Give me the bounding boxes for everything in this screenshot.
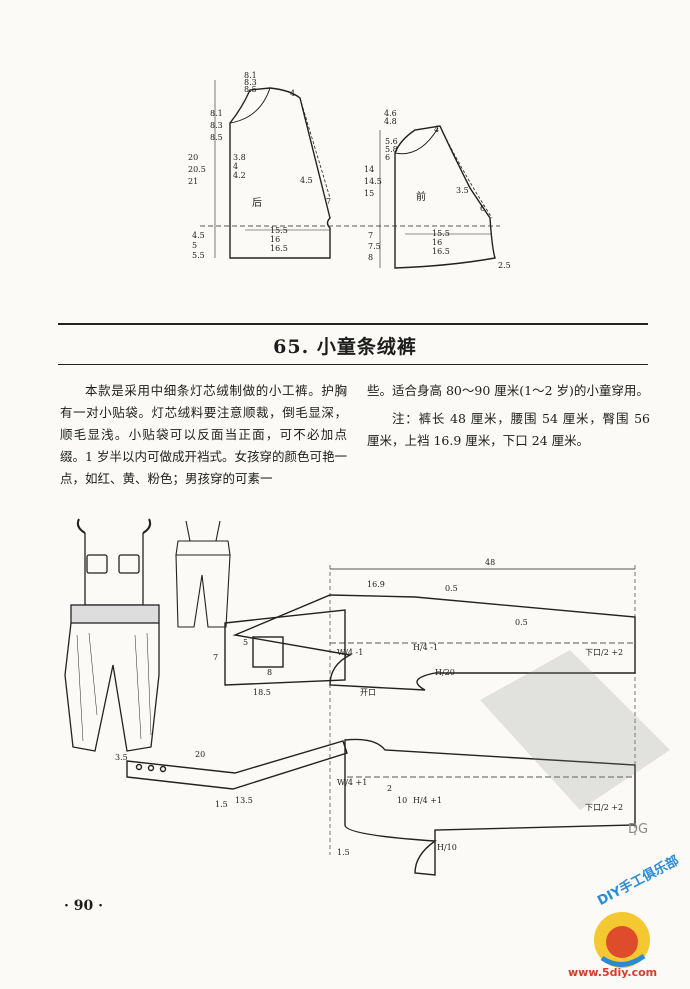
svg-text:16.5: 16.5 — [270, 244, 288, 253]
description-right: 些。适合身高 80～90 厘米(1～2 岁)的小童穿用。 注：裤长 48 厘米，… — [367, 380, 650, 452]
svg-text:8.5: 8.5 — [210, 133, 223, 142]
svg-text:1.5: 1.5 — [215, 800, 228, 809]
strap-outline — [126, 740, 348, 790]
pants-back-outline — [344, 738, 636, 876]
svg-text:16.9: 16.9 — [367, 580, 385, 589]
svg-text:8: 8 — [368, 253, 373, 262]
dimension-note: 注：裤长 48 厘米，腰围 54 厘米，臀围 56 厘米，上裆 16.9 厘米，… — [367, 411, 650, 448]
svg-text:7.5: 7.5 — [368, 242, 381, 251]
svg-text:2: 2 — [387, 784, 392, 793]
svg-text:8.5: 8.5 — [244, 85, 257, 94]
svg-text:开口: 开口 — [360, 688, 376, 697]
svg-text:8: 8 — [267, 668, 272, 677]
svg-text:8.3: 8.3 — [210, 121, 223, 130]
watermark-stamp — [480, 650, 670, 810]
svg-text:18.5: 18.5 — [253, 688, 271, 697]
svg-text:8.3: 8.3 — [244, 78, 257, 87]
front-length-dims: 14 — [364, 165, 374, 174]
back-width-dims: 15.5 — [270, 226, 288, 235]
heading-rule-bottom — [58, 364, 648, 365]
pants-pattern-diagram: 48 16.9 0.5 开口 7 8 5 18.5 3.5 20 13.5 1.… — [115, 558, 636, 876]
page-number: · 90 · — [64, 898, 103, 914]
section-title: 65. 小童条绒裤 — [273, 336, 417, 358]
svg-text:6: 6 — [385, 153, 390, 162]
svg-text:W/4 +1: W/4 +1 — [337, 778, 367, 787]
svg-text:4: 4 — [434, 125, 439, 134]
svg-text:20: 20 — [195, 750, 205, 759]
overalls-sketch-front — [64, 518, 160, 752]
svg-text:5: 5 — [192, 241, 197, 250]
front-piece-outline — [394, 125, 496, 269]
svg-text:1.5: 1.5 — [337, 848, 350, 857]
back-piece-outline — [229, 87, 331, 259]
description-left: 本款是采用中细条灯芯绒制做的小工裤。护胸有一对小贴袋。灯芯绒料要注意顺裁，倒毛显… — [60, 383, 347, 486]
back-label: 后 — [252, 197, 262, 209]
svg-text:H/4 -1: H/4 -1 — [413, 643, 438, 652]
svg-text:7: 7 — [213, 653, 218, 662]
svg-text:15: 15 — [364, 189, 374, 198]
svg-text:H/20: H/20 — [435, 668, 455, 677]
svg-text:4.5: 4.5 — [300, 176, 313, 185]
svg-text:21: 21 — [188, 177, 198, 186]
svg-text:10: 10 — [397, 796, 407, 805]
svg-text:4.8: 4.8 — [384, 117, 397, 126]
svg-text:4: 4 — [233, 162, 238, 171]
svg-text:5: 5 — [243, 638, 248, 647]
svg-text:7: 7 — [326, 197, 331, 206]
top-pattern-diagram: 8.1 8.3 8.5 8.1 8.3 8.5 4 20 20.5 21 3.8… — [188, 71, 510, 270]
svg-text:13.5: 13.5 — [235, 796, 253, 805]
overalls-sketch-back — [175, 520, 231, 628]
svg-text:H/4 +1: H/4 +1 — [413, 796, 442, 805]
back-bottom-dims: 4.5 — [192, 231, 205, 240]
site-url: www.5diy.com — [568, 966, 658, 979]
back-armhole-dims: 3.8 — [233, 153, 246, 162]
front-bottom-dims: 7 — [368, 231, 373, 240]
back-length-dims: 20 — [188, 153, 198, 162]
pants-front-outline — [232, 594, 636, 691]
site-logo-icon — [594, 912, 650, 968]
back-neck-dims: 8.1 — [210, 109, 223, 118]
svg-text:0.5: 0.5 — [445, 584, 458, 593]
svg-text:6: 6 — [480, 204, 485, 213]
front-width-dims: 15.5 — [432, 229, 450, 238]
svg-text:3.5: 3.5 — [115, 753, 128, 762]
front-top-dims: 4.6 — [384, 109, 397, 118]
svg-text:5.8: 5.8 — [385, 145, 398, 154]
svg-text:16: 16 — [432, 238, 442, 247]
front-label: 前 — [416, 190, 426, 203]
svg-text:16: 16 — [270, 235, 280, 244]
svg-text:下口/2 +2: 下口/2 +2 — [585, 803, 623, 812]
front-neck-dims: 5.6 — [385, 137, 398, 146]
svg-text:W/4 -1: W/4 -1 — [337, 648, 363, 657]
svg-text:0.5: 0.5 — [515, 618, 528, 627]
watermark-side-text: DG — [628, 822, 649, 837]
svg-text:H/10: H/10 — [437, 843, 457, 852]
svg-text:20.5: 20.5 — [188, 165, 206, 174]
svg-text:4: 4 — [290, 89, 295, 98]
back-top-dims: 8.1 — [244, 71, 257, 80]
svg-text:48: 48 — [485, 558, 495, 567]
svg-text:5.5: 5.5 — [192, 251, 205, 260]
svg-text:4.2: 4.2 — [233, 171, 246, 180]
svg-text:14.5: 14.5 — [364, 177, 382, 186]
svg-text:16.5: 16.5 — [432, 247, 450, 256]
svg-text:2.5: 2.5 — [498, 261, 510, 270]
heading-rule-top — [58, 323, 648, 325]
svg-text:3.5: 3.5 — [456, 186, 469, 195]
svg-text:下口/2 +2: 下口/2 +2 — [585, 648, 623, 657]
